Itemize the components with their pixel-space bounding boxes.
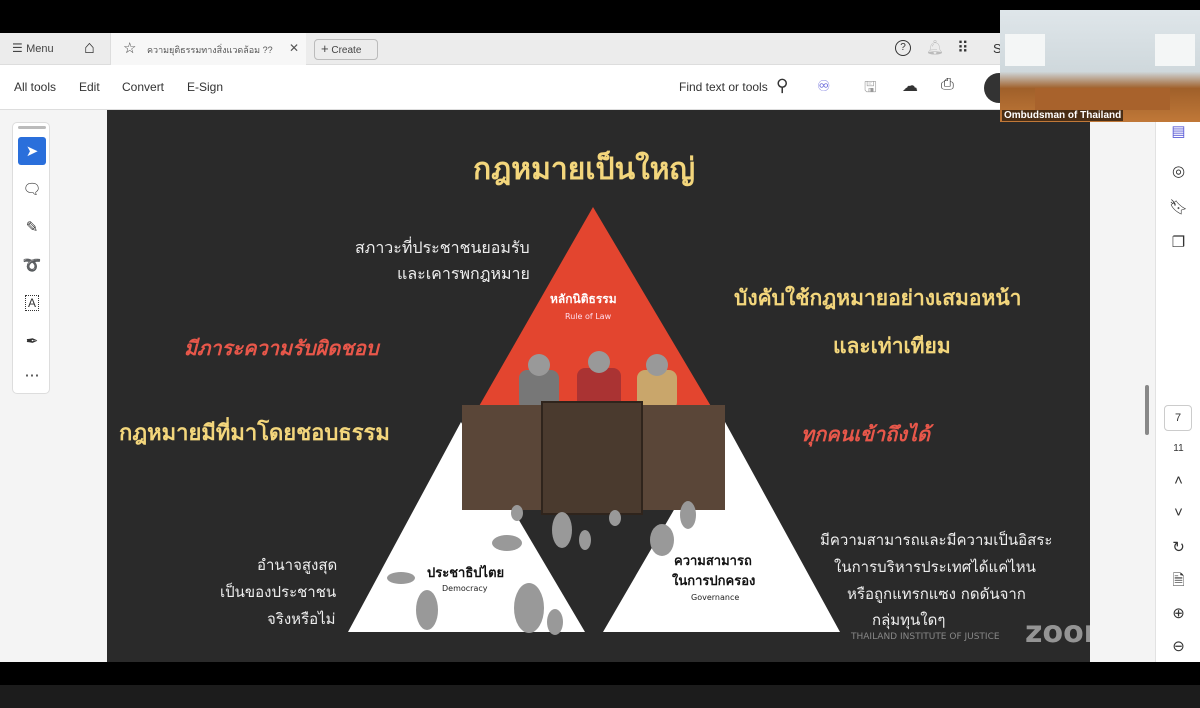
video-caption: Ombudsman of Thailand [1002,110,1124,121]
page-rotate-icon[interactable]: 🗎 [1172,572,1185,589]
convert-menu[interactable]: Convert [122,80,165,94]
hamburger-icon: ☰ [12,41,23,55]
zoom-out-icon[interactable]: ⊖ [1172,638,1185,655]
edit-menu[interactable]: Edit [79,80,100,94]
slide-title: กฎหมายเป็นใหญ่ [473,152,696,187]
quick-tools: ➤ 🗨︎ ✎ ➰ A ✒ ⋯ [12,122,50,394]
create-button[interactable]: + Create [314,39,378,60]
text-box-tool-icon[interactable]: A [18,289,46,317]
projector-screen-right [1155,34,1195,66]
judges-illustration [519,351,677,410]
comments-icon[interactable]: ◎ [1171,163,1186,180]
comment-tool-icon[interactable]: 🗨︎ [22,181,42,198]
right-yellow-1: บังคับใช้กฎหมายอย่างเสมอหน้า [734,286,1022,310]
print-icon[interactable]: ⎙ [941,76,954,93]
top-left-text-2: และเคารพกฎหมาย [397,264,530,283]
menu-button[interactable]: ☰ Menu [12,41,54,55]
bookmarks-icon[interactable]: 🔖︎ [1168,199,1189,216]
close-tab-icon[interactable]: ✕ [289,41,300,55]
page-down-icon[interactable]: ˅ [1174,504,1183,521]
page-up-icon[interactable]: ˄ [1174,472,1183,489]
ai-assistant-icon[interactable]: ♾ [817,78,831,95]
left-bottom-1: อำนาจสูงสุด [257,556,338,574]
tab-title: ความยุติธรรมทางสิ่งแวดล้อม ?? [147,45,273,55]
panel-table [1035,88,1170,110]
sign-tool-icon[interactable]: ✒ [25,333,39,350]
plus-icon: + [321,41,329,56]
scrollbar-thumb[interactable] [1145,385,1149,435]
top-left-text-1: สภาวะที่ประชาชนยอมรับ [355,238,530,257]
star-icon[interactable]: ☆ [123,40,137,57]
upload-cloud-icon[interactable]: ☁ [902,78,918,95]
apps-grid-icon[interactable]: ⠿ [957,40,969,57]
people-illustration [387,501,696,635]
help-icon[interactable]: ? [895,40,911,56]
highlight-tool-icon[interactable]: ✎ [25,219,39,236]
draw-tool-icon[interactable]: ➰ [22,257,42,274]
document-tab[interactable]: ☆ ความยุติธรรมทางสิ่งแวดล้อม ?? ✕ [110,33,306,65]
ai-summary-icon[interactable]: ▤ [1171,123,1186,140]
slide-graphic [348,207,840,635]
right-yellow-2: และเท่าเทียม [833,334,951,358]
left-red-text: มีภาระความรับผิดชอบ [184,336,379,360]
apex-sub: Rule of Law [565,312,612,321]
governance-label-1: ความสามารถ [674,554,752,569]
right-bottom-4: กลุ่มทุนใดๆ [872,611,946,629]
footer-org: THAILAND INSTITUTE OF JUSTICE [851,632,1000,642]
left-bottom-3: จริงหรือไม่ [267,610,336,628]
drag-handle[interactable] [18,126,46,129]
left-bottom-2: เป็นของประชาชน [220,583,337,601]
esign-menu[interactable]: E-Sign [187,80,224,94]
democracy-sub: Democracy [442,584,488,593]
more-tools-icon[interactable]: ⋯ [24,367,40,384]
search-icon[interactable]: ⚲ [776,76,789,95]
left-yellow-text: กฎหมายมีที่มาโดยชอบธรรม [119,421,390,446]
governance-triangle [603,422,840,632]
participant-video[interactable]: Ombudsman of Thailand [1000,10,1200,122]
zoom-watermark: zoom [1025,615,1090,650]
governance-label-2: ในการปกครอง [672,574,756,589]
document-margin [1090,110,1155,662]
projector-screen-left [1005,34,1045,66]
zoom-in-icon[interactable]: ⊕ [1172,605,1185,622]
save-icon[interactable]: 🖫 [864,79,877,96]
bell-icon[interactable]: 🔔︎ [926,39,944,55]
apex-label: หลักนิติธรรม [550,292,617,306]
right-bottom-3: หรือถูกแทรกแซง กดดันจาก [847,585,1026,603]
subtitle-strip [0,685,1200,708]
all-tools-menu[interactable]: All tools [14,80,57,94]
total-pages: 11 [1173,443,1184,454]
home-icon[interactable]: ⌂ [84,37,95,57]
governance-sub: Governance [691,593,740,602]
right-bottom-1: มีความสามารถและมีความเป็นอิสระ [820,531,1053,549]
refresh-icon[interactable]: ↻ [1172,539,1185,556]
find-tools-input[interactable]: Find text or tools [679,80,768,94]
right-red-text: ทุกคนเข้าถึงได้ [801,422,931,446]
democracy-label: ประชาธิปไตย [427,566,505,581]
right-bottom-2: ในการบริหารประเทศได้แค่ไหน [834,558,1036,576]
right-sidebar: ▤ ◎ 🔖︎ ❐ 7 11 ˄ ˅ ↻ 🗎 ⊕ ⊖ [1155,110,1200,662]
user-avatar[interactable]: S [993,41,1002,56]
slide-page: กฎหมายเป็นใหญ่ สภาวะที่ประชาชนยอมรับ และ… [107,110,1090,662]
pages-icon[interactable]: ❐ [1171,234,1186,251]
select-tool-icon[interactable]: ➤ [18,137,46,165]
current-page-input[interactable]: 7 [1164,405,1192,431]
